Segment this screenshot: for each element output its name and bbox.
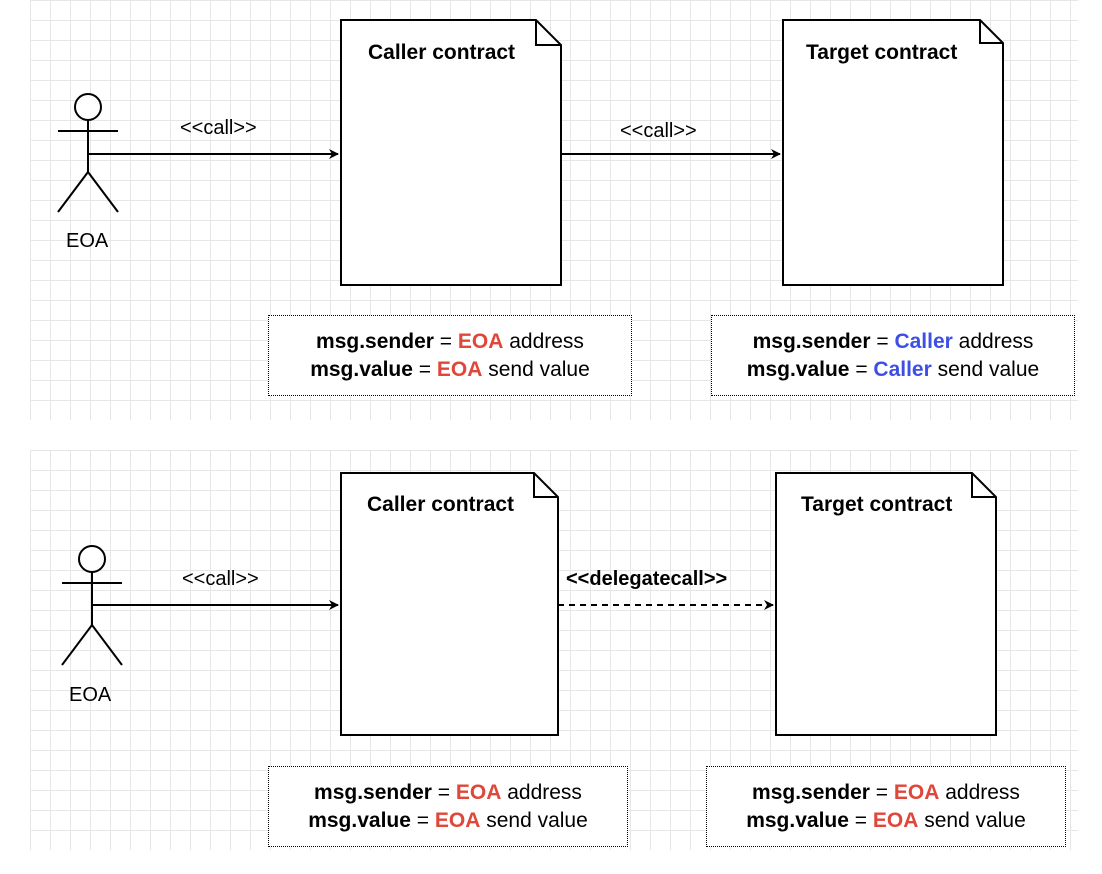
note-actor: EOA	[893, 780, 940, 804]
bottom-caller-contract-box	[340, 472, 559, 736]
note-key: msg.sender	[752, 780, 870, 804]
note-actor: EOA	[434, 808, 481, 832]
bottom-actor-icon	[61, 545, 123, 666]
note-actor: EOA	[457, 329, 504, 353]
note-rest: address	[503, 329, 584, 353]
note-actor: EOA	[872, 808, 919, 832]
note-line: msg.value = Caller send value	[747, 356, 1039, 384]
top-caller-contract-box	[340, 19, 562, 286]
note-line: msg.sender = EOA address	[316, 328, 584, 356]
note-eq: =	[869, 780, 894, 804]
bottom-target-contract-fold	[971, 473, 996, 498]
note-line: msg.value = EOA send value	[308, 807, 588, 835]
top-caller-note: msg.sender = EOA address msg.value = EOA…	[268, 315, 632, 396]
bottom-caller-contract-title: Caller contract	[367, 493, 515, 516]
note-eq: =	[410, 808, 435, 832]
note-actor: EOA	[436, 357, 483, 381]
note-rest: send value	[480, 808, 588, 832]
top-target-contract-fold	[979, 20, 1003, 44]
note-eq: =	[431, 780, 456, 804]
note-key: msg.value	[746, 808, 849, 832]
note-line: msg.value = EOA send value	[746, 807, 1026, 835]
bottom-caller-note: msg.sender = EOA address msg.value = EOA…	[268, 766, 628, 847]
note-rest: send value	[918, 808, 1026, 832]
note-eq: =	[412, 357, 437, 381]
note-actor: Caller	[873, 357, 932, 381]
note-eq: =	[849, 357, 874, 381]
note-rest: send value	[931, 357, 1040, 381]
note-key: msg.value	[746, 357, 850, 381]
bottom-call-label: <<call>>	[182, 568, 259, 590]
top-target-contract-title: Target contract	[806, 41, 958, 64]
note-actor: Caller	[894, 329, 953, 353]
note-line: msg.sender = Caller address	[753, 328, 1034, 356]
top-actor-label: EOA	[66, 230, 109, 252]
note-key: msg.sender	[316, 329, 434, 353]
note-rest: address	[939, 780, 1020, 804]
note-key: msg.value	[308, 808, 411, 832]
note-line: msg.sender = EOA address	[752, 779, 1020, 807]
top-call-label: <<call>>	[180, 117, 257, 139]
bottom-caller-contract-fold	[533, 473, 558, 498]
top-actor-icon	[57, 93, 119, 213]
top-target-note: msg.sender = Caller address msg.value = …	[711, 315, 1075, 396]
bottom-delegatecall-label: <<delegatecall>>	[566, 568, 728, 590]
note-eq: =	[433, 329, 458, 353]
note-actor: EOA	[455, 780, 502, 804]
note-line: msg.value = EOA send value	[310, 356, 590, 384]
top-target-contract-box	[782, 19, 1004, 286]
note-rest: address	[501, 780, 582, 804]
note-rest: send value	[482, 357, 590, 381]
bottom-target-contract-box	[775, 472, 997, 736]
bottom-target-contract-title: Target contract	[801, 493, 953, 516]
bottom-target-note: msg.sender = EOA address msg.value = EOA…	[706, 766, 1066, 847]
note-line: msg.sender = EOA address	[314, 779, 582, 807]
note-eq: =	[870, 329, 895, 353]
bottom-actor-label: EOA	[69, 684, 112, 706]
note-key: msg.value	[310, 357, 413, 381]
note-rest: address	[952, 329, 1034, 353]
note-eq: =	[848, 808, 873, 832]
top-caller-contract-title: Caller contract	[368, 41, 516, 64]
top-call2-label: <<call>>	[620, 120, 697, 142]
top-caller-contract-fold	[535, 20, 561, 46]
note-key: msg.sender	[752, 329, 871, 353]
note-key: msg.sender	[314, 780, 432, 804]
